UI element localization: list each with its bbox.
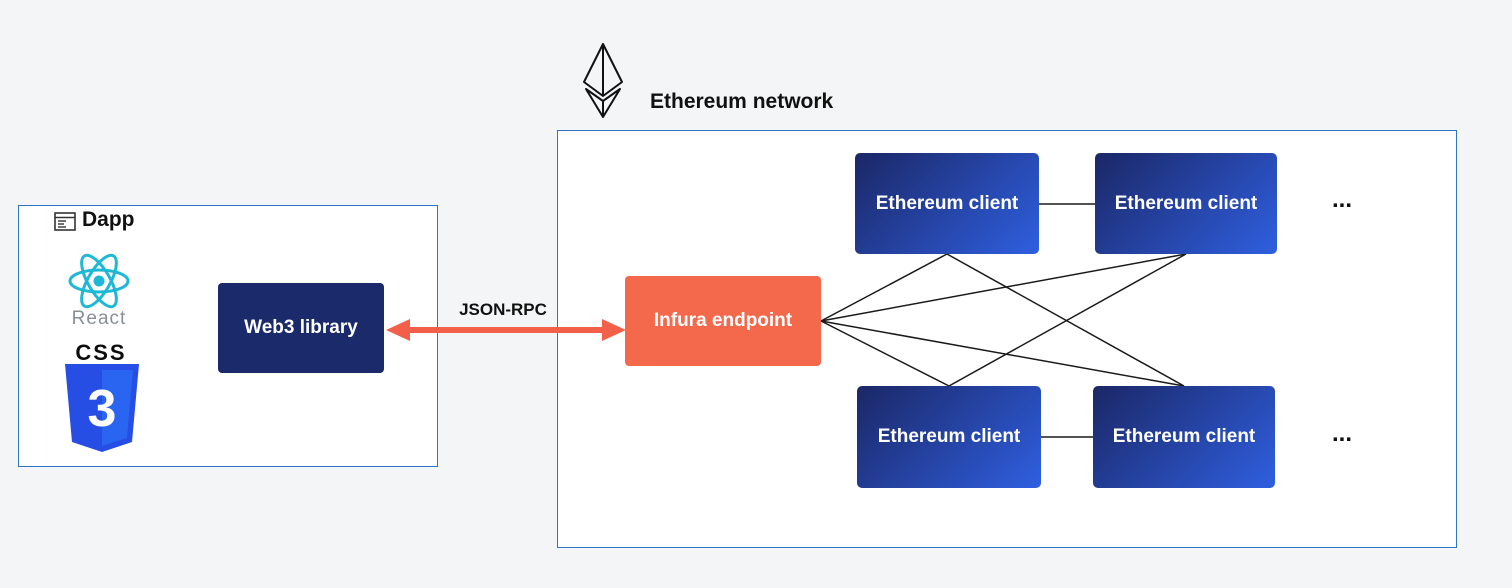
dapp-title: Dapp xyxy=(82,208,135,231)
more-clients-ellipsis-bottom: ... xyxy=(1332,420,1353,447)
ethereum-client-node-top-left: Ethereum client xyxy=(855,153,1039,254)
ethereum-client-node-top-right: Ethereum client xyxy=(1095,153,1277,254)
ethereum-client-node-bottom-right: Ethereum client xyxy=(1093,386,1275,488)
infura-endpoint-node: Infura endpoint xyxy=(625,276,821,366)
more-clients-ellipsis-top: ... xyxy=(1332,186,1353,213)
ethereum-client-label: Ethereum client xyxy=(875,192,1019,214)
react-logo-icon xyxy=(68,253,130,309)
web3-library-node: Web3 library xyxy=(218,283,384,373)
web3-library-label: Web3 library xyxy=(244,317,358,338)
infura-endpoint-label: Infura endpoint xyxy=(653,310,793,331)
ethereum-client-node-bottom-left: Ethereum client xyxy=(857,386,1041,488)
browser-window-icon xyxy=(54,212,76,231)
json-rpc-label: JSON-RPC xyxy=(459,300,547,319)
ethereum-client-label: Ethereum client xyxy=(1114,192,1258,214)
css-label: CSS xyxy=(75,340,127,365)
ethereum-client-label: Ethereum client xyxy=(877,426,1021,447)
css3-number: 3 xyxy=(88,380,117,438)
ethereum-logo-icon xyxy=(583,43,623,118)
ethereum-network-title: Ethereum network xyxy=(650,90,834,113)
css3-logo-icon: 3 xyxy=(65,364,139,452)
ethereum-client-label: Ethereum client xyxy=(1112,426,1256,447)
react-label: React xyxy=(71,308,127,329)
